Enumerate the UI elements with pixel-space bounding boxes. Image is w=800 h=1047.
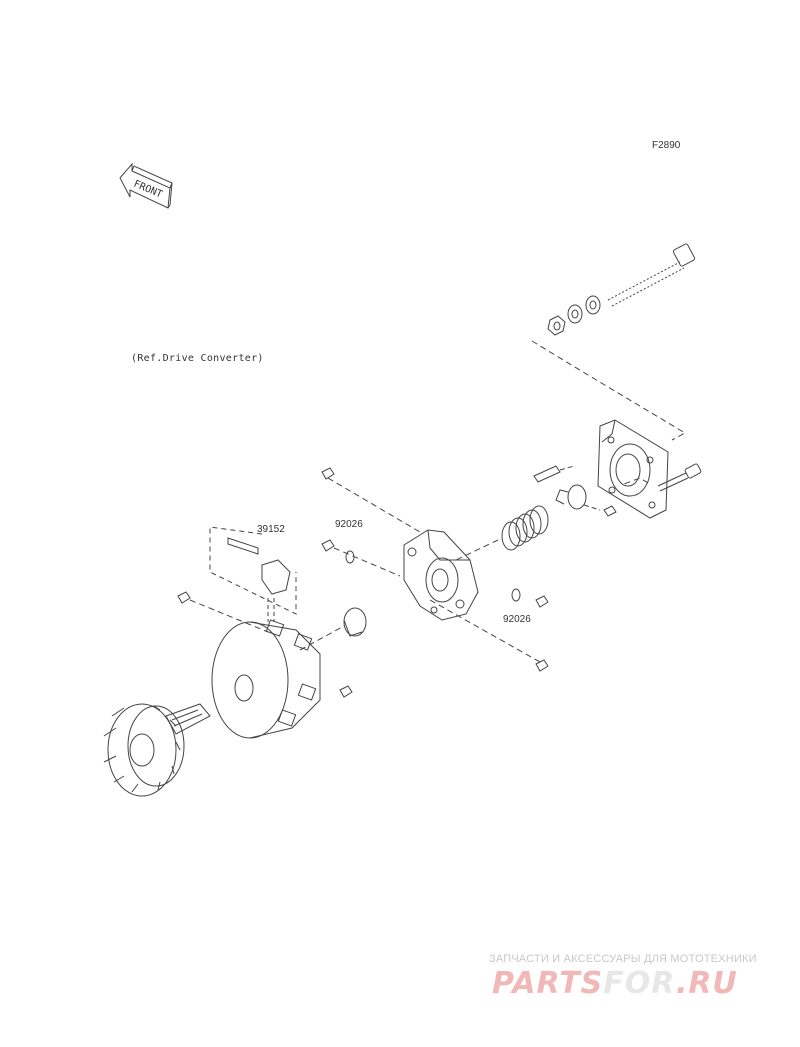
weight-39152 [209, 526, 297, 622]
part-label-92026-upper[interactable]: 92026 [335, 519, 363, 530]
part-label-39152[interactable]: 39152 [257, 524, 285, 535]
watermark-logo-part2: FOR [603, 966, 676, 1001]
guide-pin [533, 465, 617, 517]
part-label-92026-lower[interactable]: 92026 [503, 614, 531, 625]
small-nuts [177, 467, 549, 698]
watermark-logo-part3: .RU [675, 966, 738, 1001]
spider-hub [327, 477, 541, 663]
bolt-right [623, 463, 702, 492]
watermark-logo: PARTSFOR.RU [492, 966, 738, 1001]
collar [299, 607, 367, 651]
watermark-logo-part1: PARTS [492, 966, 604, 1001]
reference-note: (Ref.Drive Converter) [131, 353, 264, 364]
fan-and-shaft [103, 703, 211, 797]
spider-plate [597, 419, 669, 519]
movable-sheave [211, 619, 321, 739]
watermark-tagline: ЗАПЧАСТИ И АКСЕССУАРЫ ДЛЯ МОТОТЕХНИКИ [489, 953, 757, 965]
figure-code: F2890 [652, 140, 681, 151]
front-arrow-icon: FRONT [119, 162, 173, 209]
bolt-assembly-top [547, 243, 696, 336]
clutch-spring [455, 505, 549, 561]
